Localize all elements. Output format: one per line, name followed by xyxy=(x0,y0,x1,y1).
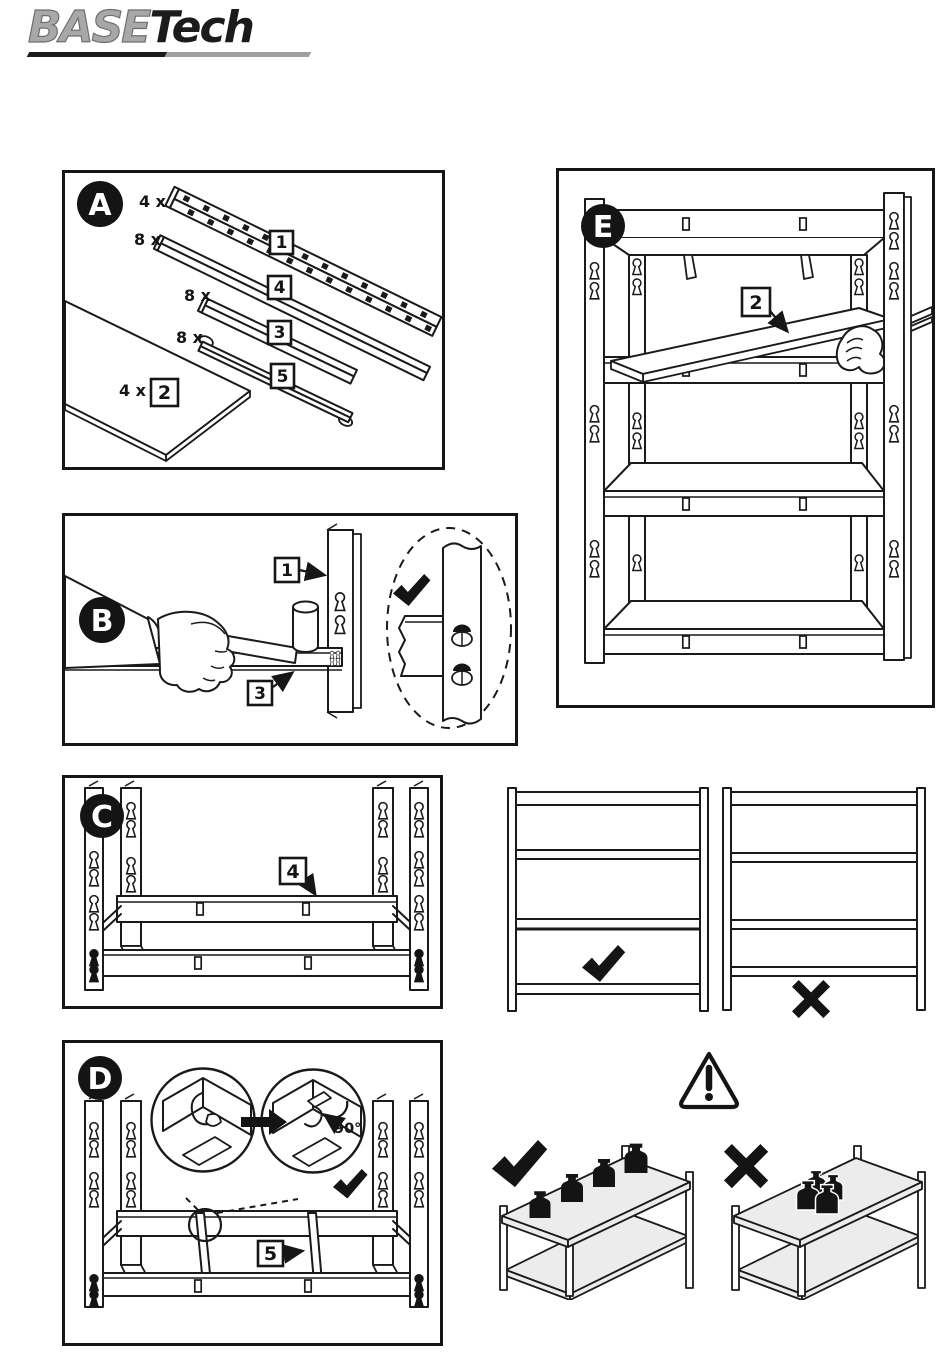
corner-braces xyxy=(90,905,424,943)
logo-underline-gray xyxy=(164,52,312,57)
hook-engaged-detail xyxy=(451,624,473,686)
dashed-link-right xyxy=(216,1198,299,1214)
svg-text:E: E xyxy=(593,210,614,245)
shelf-level-3 xyxy=(603,462,885,517)
logo-base: BASE xyxy=(27,2,152,53)
part-label-3-callout: 3 xyxy=(246,671,295,707)
svg-text:A: A xyxy=(88,188,112,223)
part-label-1: 1 xyxy=(268,229,295,256)
shelf-unit xyxy=(499,1143,694,1300)
part-label-3: 3 xyxy=(266,319,293,346)
part-label-5-callout: 5 xyxy=(256,1239,306,1268)
beam-end-detail xyxy=(398,615,444,677)
part-4-long-beam xyxy=(152,234,432,382)
panel-b-drawing: 1 3 xyxy=(65,523,512,729)
svg-text:5: 5 xyxy=(264,1243,277,1265)
outer-posts xyxy=(84,780,429,991)
svg-text:2: 2 xyxy=(158,382,171,404)
svg-text:3: 3 xyxy=(274,323,286,343)
load-distribution-comparison xyxy=(492,1140,926,1300)
svg-text:C: C xyxy=(91,800,113,835)
svg-text:B: B xyxy=(91,604,114,639)
shelf-spacing-comparison xyxy=(507,787,926,1019)
check-icon xyxy=(393,574,431,606)
corner-braces xyxy=(90,1220,424,1258)
hand xyxy=(835,325,886,375)
logo-tech: Tech xyxy=(149,2,255,53)
front-beam xyxy=(102,949,411,977)
part-1-slotted-rail xyxy=(164,185,442,337)
part-label-2: 2 xyxy=(149,377,180,408)
qty-part-4: 8 x xyxy=(134,230,162,249)
svg-text:1: 1 xyxy=(281,561,293,581)
step-badge-c: C xyxy=(80,794,124,838)
check-icon xyxy=(333,1169,368,1199)
logo-underline xyxy=(26,52,312,57)
rear-posts xyxy=(120,780,399,957)
qty-part-1: 4 x xyxy=(139,192,167,211)
svg-text:3: 3 xyxy=(254,684,266,704)
back-beam xyxy=(116,895,398,923)
logo-text: BASETech xyxy=(27,5,314,50)
step-badge-e: E xyxy=(581,204,625,248)
upright-post xyxy=(326,523,362,719)
load-incorrect xyxy=(724,1144,926,1300)
part-label-2-callout: 2 xyxy=(740,286,790,334)
cross-icon xyxy=(792,980,831,1019)
part-label-4: 4 xyxy=(266,274,293,301)
panel-e-insert-shelf: 2 E xyxy=(556,168,935,708)
svg-text:4: 4 xyxy=(286,861,299,883)
front-beam xyxy=(102,1272,411,1297)
rotation-angle-label: 90° xyxy=(334,1121,361,1137)
top-beam xyxy=(603,209,885,280)
svg-text:2: 2 xyxy=(749,292,762,314)
dashed-link-left xyxy=(185,1197,199,1211)
back-beam xyxy=(116,1210,398,1237)
load-correct xyxy=(492,1140,694,1300)
part-label-4-callout: 4 xyxy=(278,856,317,897)
qty-part-2: 4 x xyxy=(119,381,147,400)
shelf-clip xyxy=(683,254,697,280)
panel-e-drawing: 2 E xyxy=(581,192,932,664)
panel-d-clip-rotation: 90° 5 D xyxy=(62,1040,443,1346)
step-badge-a: A xyxy=(77,181,123,227)
check-icon xyxy=(492,1140,548,1188)
shelf-correct-spacing xyxy=(507,787,709,1012)
basetech-logo: BASETech xyxy=(26,5,314,57)
shelf-unit xyxy=(731,1145,926,1300)
panel-b-hammer-beam: 1 3 xyxy=(62,513,518,746)
qty-part-5: 8 x xyxy=(176,328,204,347)
panel-c-drawing: 4 C xyxy=(80,780,429,991)
shelf-incorrect-spacing xyxy=(722,787,926,1019)
panel-d-drawing: 90° 5 D xyxy=(78,1056,429,1308)
step-badge-d: D xyxy=(78,1056,122,1100)
warning-icon xyxy=(679,1051,739,1110)
panel-c-frame-beam: 4 C xyxy=(62,775,443,1009)
panel-a-drawing: 4 x 8 x 8 x 8 x 4 x 1 4 3 5 xyxy=(65,181,442,462)
detail-bubble xyxy=(386,527,512,729)
joint-zoom-circle xyxy=(187,1207,223,1243)
qty-part-3: 8 x xyxy=(184,286,212,305)
shelf-level-4 xyxy=(603,600,885,655)
detail-circle-before xyxy=(150,1067,256,1173)
cross-icon xyxy=(724,1144,769,1189)
svg-text:1: 1 xyxy=(276,233,288,253)
mallet-head xyxy=(292,600,319,653)
glove-hand xyxy=(157,610,236,693)
step-badge-b: B xyxy=(79,597,125,643)
part-label-5: 5 xyxy=(269,362,296,390)
arrow-right-icon xyxy=(241,1109,287,1135)
part-label-1-callout: 1 xyxy=(273,556,328,584)
svg-text:4: 4 xyxy=(274,278,286,298)
panel-a-parts-overview: 4 x 8 x 8 x 8 x 4 x 1 4 3 5 xyxy=(62,170,445,470)
check-icon xyxy=(582,945,626,982)
svg-text:5: 5 xyxy=(277,367,289,387)
svg-text:D: D xyxy=(88,1062,113,1097)
rotation-arrow xyxy=(322,1100,349,1135)
shelf-clip xyxy=(800,254,814,280)
logo-underline-black xyxy=(26,52,168,57)
